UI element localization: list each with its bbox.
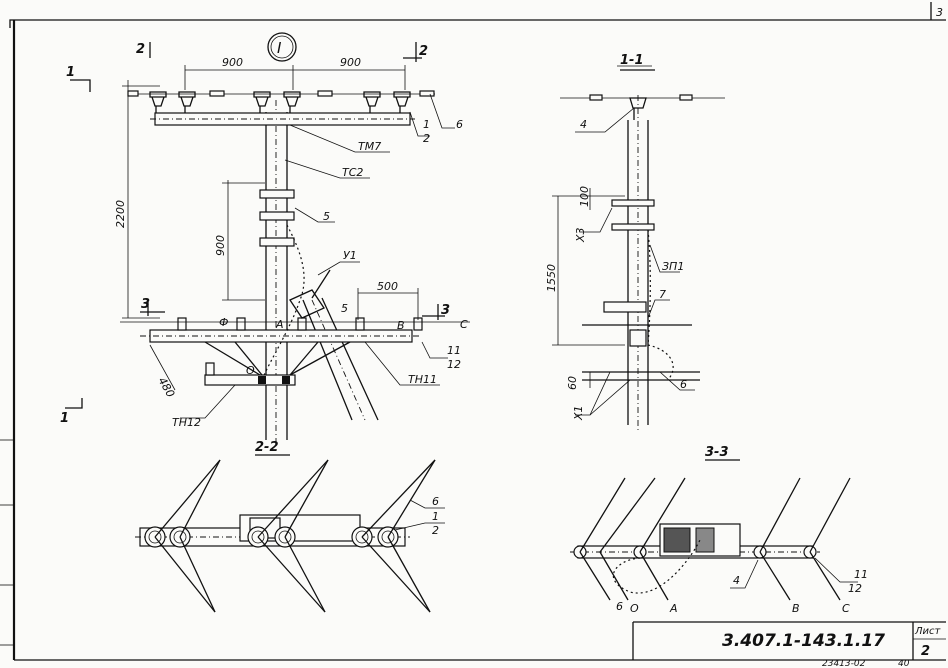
view-1-1-label-6: 6 (680, 378, 687, 391)
footer-note-right: 40 (898, 659, 910, 668)
footer-note-left: 23413-02 (822, 659, 866, 668)
lower-insulators (120, 317, 470, 376)
view-3-3 (570, 459, 858, 601)
view-2-2-label-6: 6 (432, 495, 439, 508)
label-tc2: ТС2 (342, 166, 363, 179)
dim-900-vert: 900 (214, 235, 227, 256)
top-insulators (127, 90, 435, 113)
dim-500: 500 (377, 280, 398, 293)
label-1: 1 (423, 118, 430, 131)
phase-b: В (397, 319, 405, 332)
phase-a: А (275, 318, 284, 331)
label-th12: ТН12 (172, 416, 201, 429)
view-2-2 (135, 454, 445, 613)
label-tm7: ТМ7 (358, 140, 381, 153)
view-1-1-label-7: 7 (659, 288, 666, 301)
phase-f: Ф (219, 316, 228, 329)
label-th11: ТН11 (408, 373, 437, 386)
view-2-2-title: 2-2 (255, 440, 279, 455)
view-3-3-label-12: 12 (848, 582, 862, 595)
sheet-number: 2 (921, 644, 930, 659)
cut-3-right: 3 (441, 303, 450, 318)
view-1-1-label-x3: Х3 (574, 227, 587, 243)
cut-2-left: 2 (136, 42, 145, 57)
cut-1-bottom: 1 (60, 411, 69, 426)
view-1-1 (552, 65, 725, 430)
view-1-1-label-x1: Х1 (572, 405, 585, 421)
view-3-3-phase-c: С (842, 602, 850, 615)
phase-c: С (460, 318, 468, 331)
main-view (65, 32, 470, 445)
view-1-1-dim-100: 100 (578, 186, 591, 207)
cut-1-top: 1 (66, 65, 75, 80)
phase-o: О (246, 364, 255, 377)
view-3-3-phase-b: В (792, 602, 800, 615)
view-1-1-dim-60: 60 (566, 376, 579, 390)
dim-2200: 2200 (114, 200, 127, 228)
dim-900-right: 900 (340, 56, 361, 69)
view-3-3-phase-o: О (630, 602, 639, 615)
view-3-3-label-4: 4 (733, 574, 740, 587)
view-2-2-label-1: 1 (432, 510, 439, 523)
dim-900-left: 900 (222, 56, 243, 69)
label-5: 5 (323, 210, 330, 223)
view-3-3-label-6: 6 (616, 600, 623, 613)
view-2-2-label-2: 2 (432, 524, 439, 537)
label-12: 12 (447, 358, 461, 371)
corner-mark: 3 (936, 6, 943, 19)
label-u1: У1 (343, 249, 357, 262)
label-11: 11 (447, 344, 461, 357)
drawing-code: 3.407.1-143.1.17 (722, 631, 885, 651)
cut-3-left: 3 (141, 297, 150, 312)
view-1-1-dim-1550: 1550 (545, 264, 558, 292)
view-marker: I (277, 39, 282, 57)
view-3-3-label-11: 11 (854, 568, 868, 581)
view-3-3-phase-a: А (669, 602, 678, 615)
view-1-1-label-zp1: ЗП1 (662, 260, 684, 273)
dim-480: 480 (155, 375, 177, 400)
view-1-1-title: 1-1 (620, 53, 644, 68)
sheet-label: Лист (914, 626, 942, 637)
cut-2-right: 2 (419, 44, 428, 59)
view-3-3-title: 3-3 (705, 445, 729, 460)
label-6: 6 (456, 118, 463, 131)
label-2: 2 (423, 132, 430, 145)
label-5b: 5 (341, 302, 348, 315)
view-1-1-label-4: 4 (580, 118, 587, 131)
